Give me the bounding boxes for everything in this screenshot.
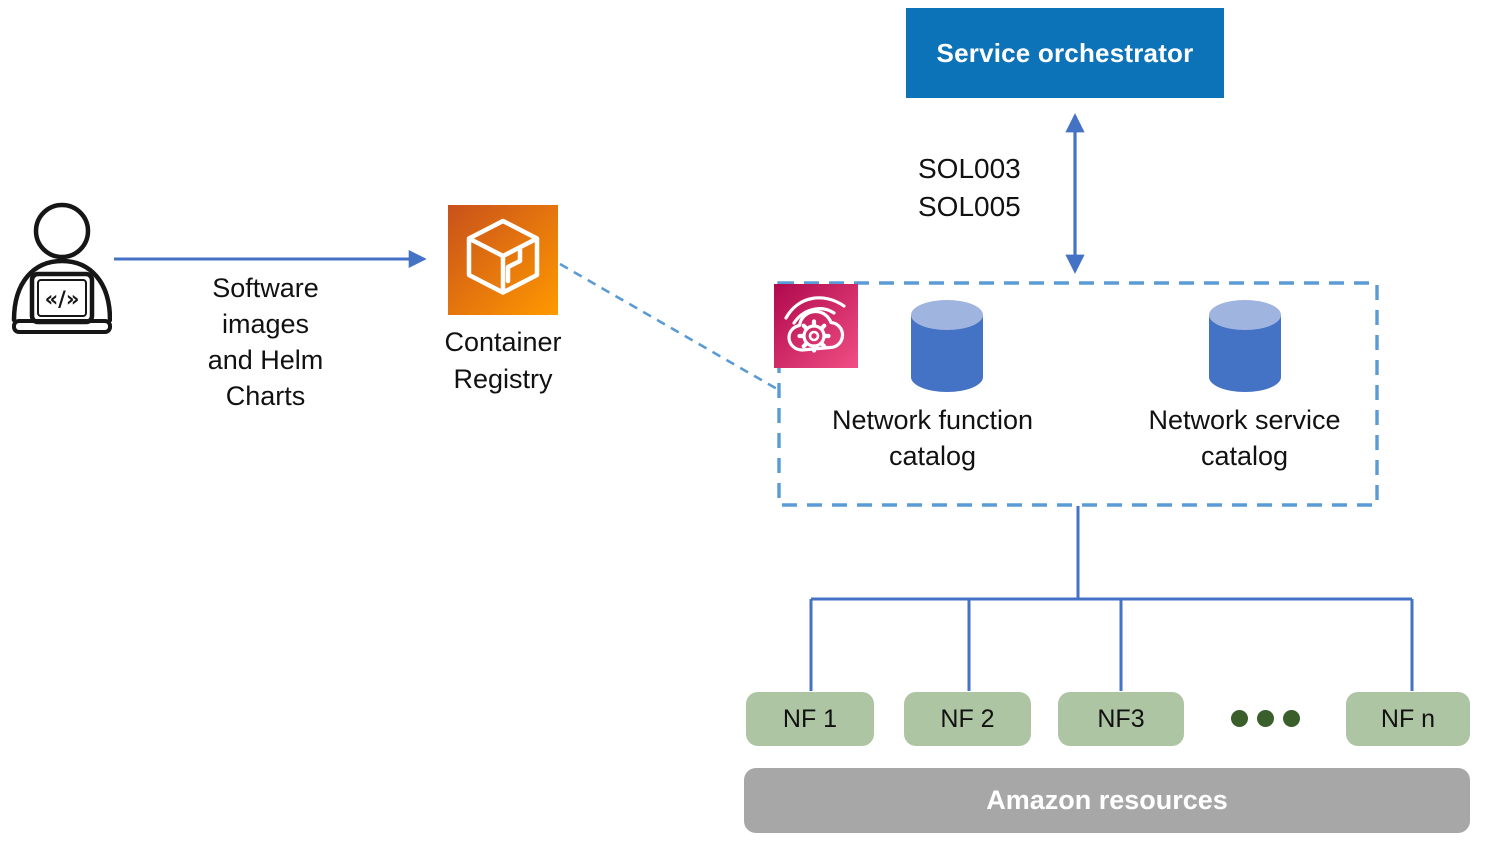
amazon-resources-bar: Amazon resources [744,768,1470,833]
service-orchestrator-label: Service orchestrator [936,37,1194,68]
ellipsis-dots [1231,710,1300,727]
nf-box-1: NF 1 [746,692,874,746]
nf-box-3: NF3 [1058,692,1184,746]
registry-label: Container Registry [444,327,562,394]
network-function-catalog-label: Network function catalog [831,405,1034,471]
flow-label: Software images and Helm Charts [168,270,363,414]
flow-label-line: and Helm [207,345,324,375]
container-registry-icon [448,205,558,315]
registry-to-catalog-dashed-line [559,262,778,391]
flow-label-line: images [221,309,310,339]
developer-laptop-icon: «/» [11,202,112,334]
telco-network-builder-icon [774,284,858,368]
database-icon [1209,300,1281,392]
nf-label: NF n [1380,704,1436,733]
code-glyph: «/» [45,287,80,311]
flow-label-line: Software [212,273,319,303]
interface-label: SOL003 SOL005 [918,150,1021,226]
amazon-resources-label: Amazon resources [986,785,1228,815]
nf-label: NF 1 [782,704,838,733]
catalog-to-nf-tree [809,506,1414,691]
gear-icon [797,319,831,353]
interface-label-line: SOL003 [918,153,1021,184]
nf-box-2: NF 2 [904,692,1031,746]
database-icon [911,300,983,392]
interface-label-line: SOL005 [918,191,1021,222]
nf-box-n: NF n [1346,692,1470,746]
nf-label: NF 2 [940,704,995,733]
flow-label-line: Charts [225,381,306,411]
service-orchestrator-box: Service orchestrator [906,8,1224,98]
nf-label: NF3 [1097,704,1145,733]
catalog-boundary-box [777,281,1379,507]
network-service-catalog-label: Network service catalog [1148,405,1341,471]
